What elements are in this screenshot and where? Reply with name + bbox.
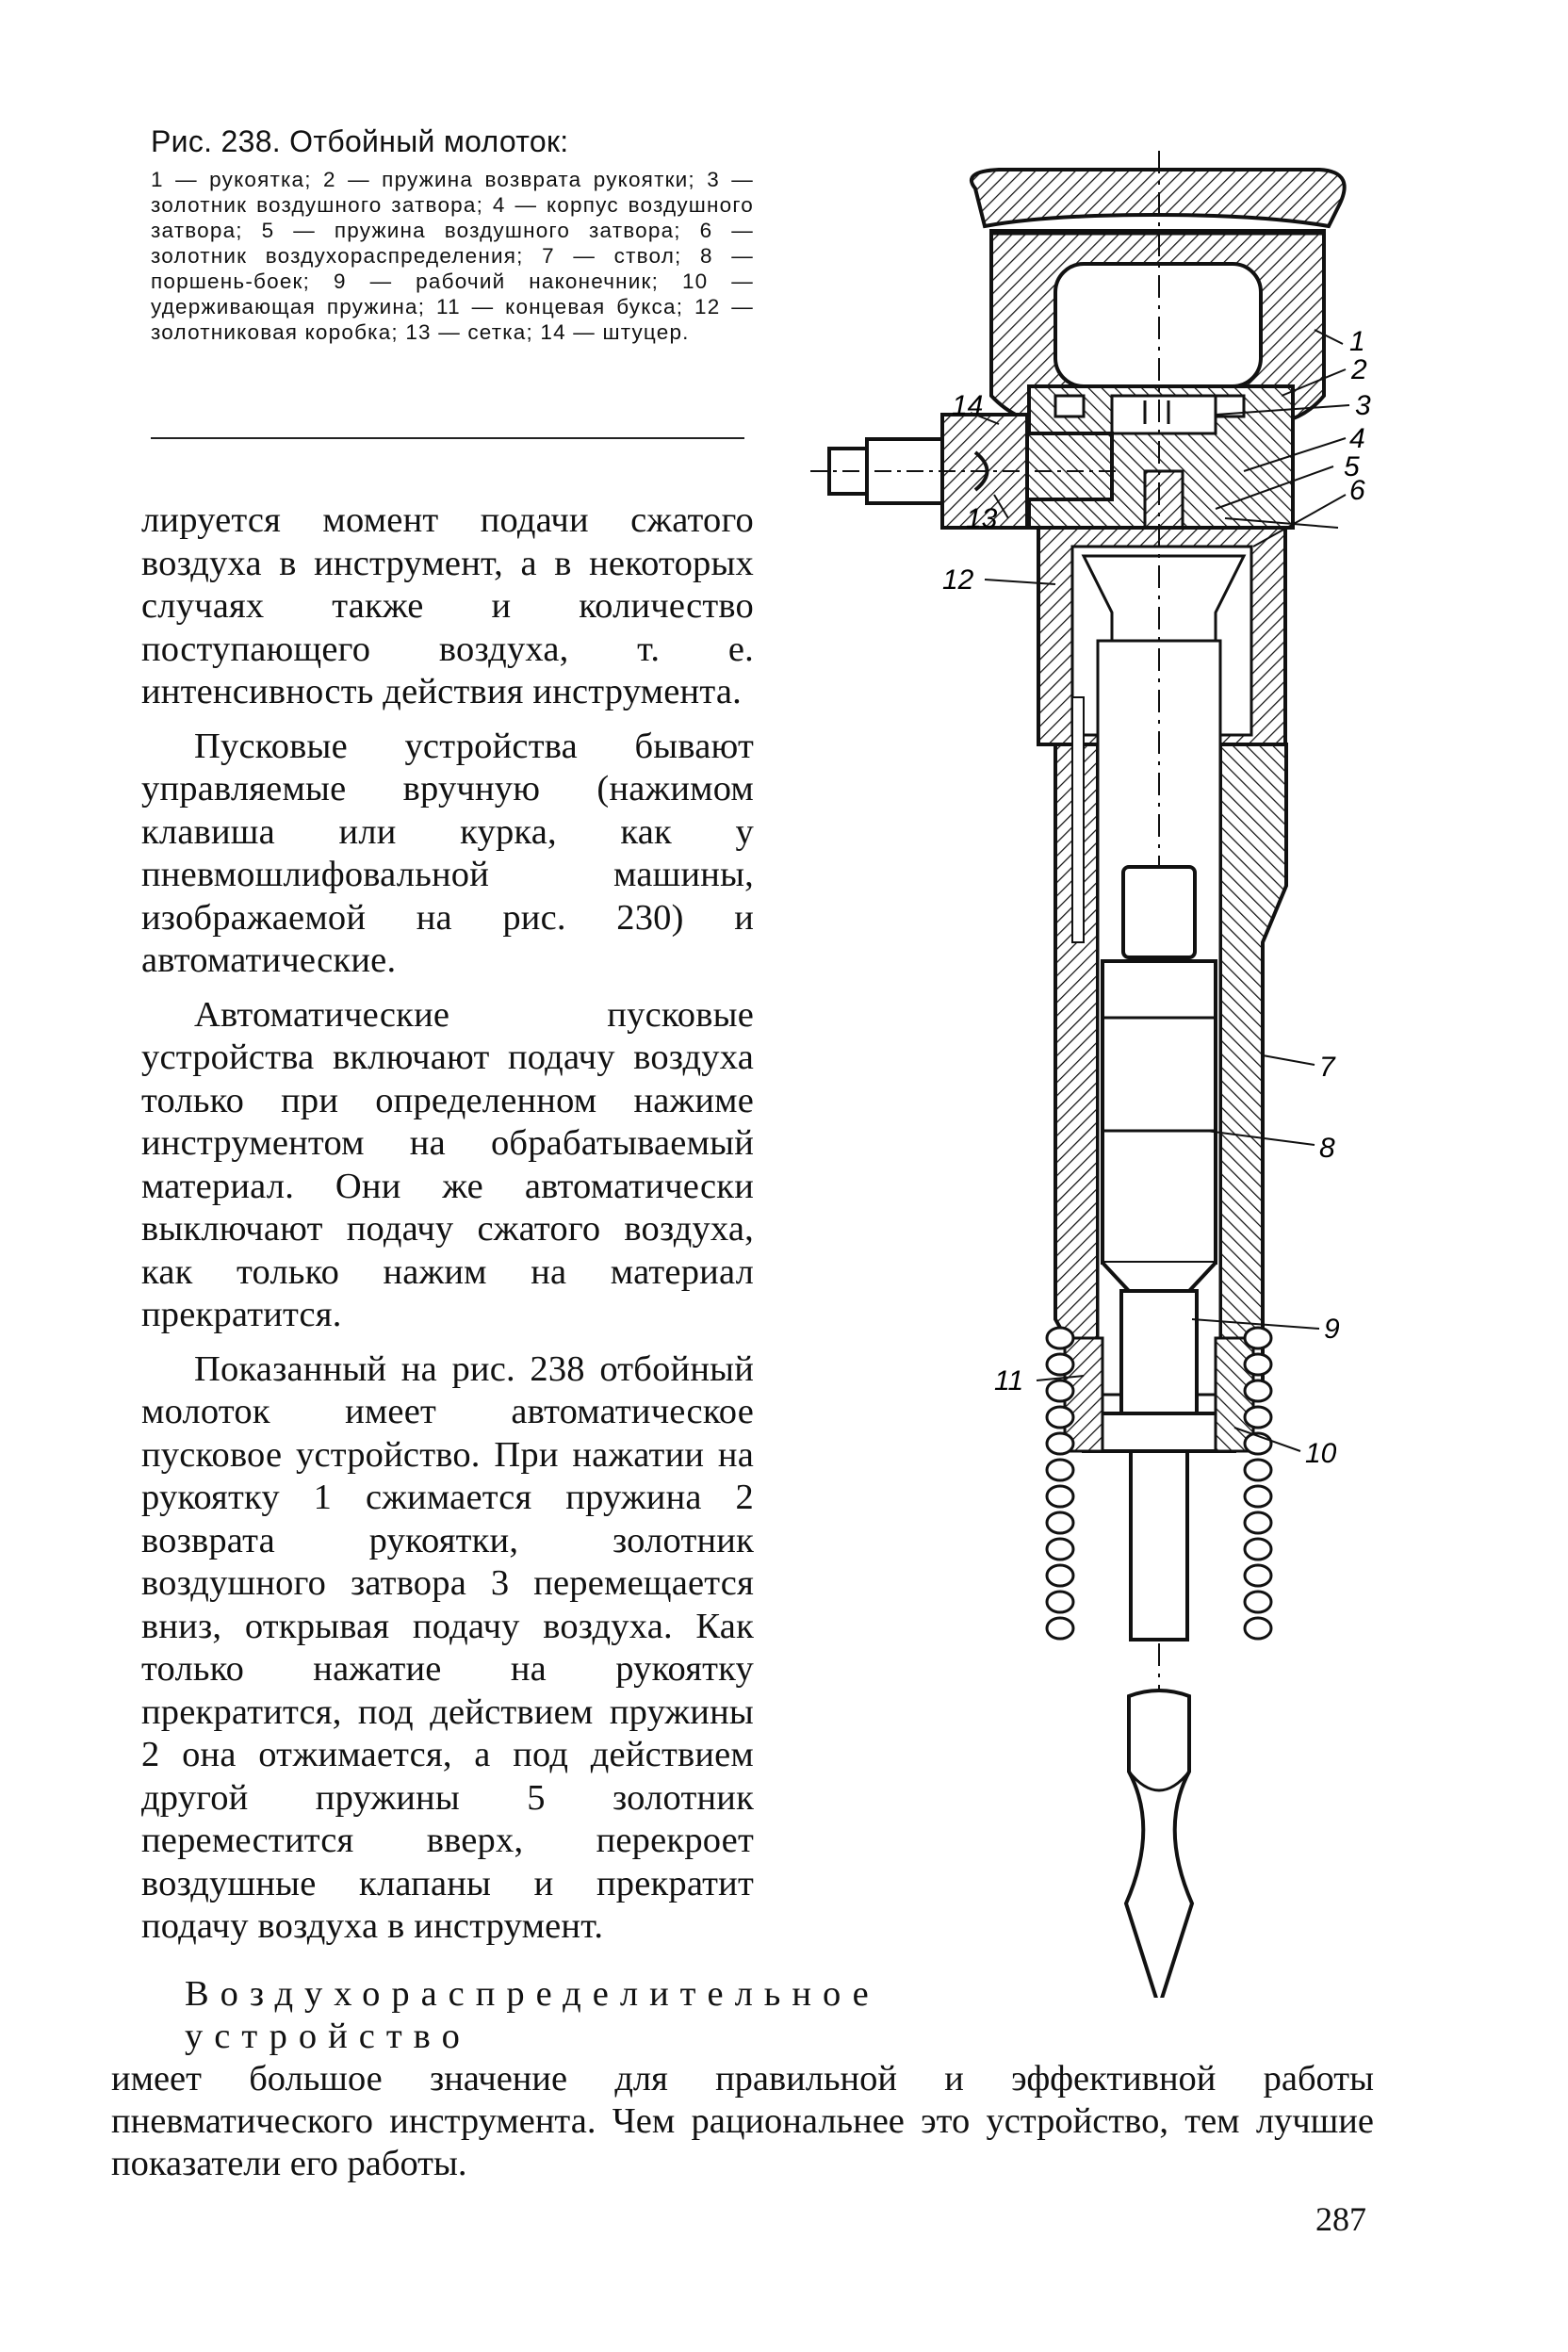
spring-coil-right [1243, 1616, 1273, 1641]
spring-coil-left [1045, 1590, 1075, 1614]
caption-divider [151, 437, 744, 439]
page-number: 287 [1315, 2200, 1366, 2238]
spring-coil-left [1045, 1405, 1075, 1429]
working-tip-assembly [1063, 1289, 1255, 1642]
air-fitting [810, 413, 1121, 530]
spring-coil-left [1045, 1379, 1075, 1403]
callout-leaders [970, 329, 1350, 1452]
spring-coil-left [1045, 1563, 1075, 1588]
spring-coil-right [1243, 1326, 1273, 1350]
paragraph-5-spaced-term: Воздухораспределительное устройство [185, 1974, 880, 2056]
caption-legend: 1 — рукоятка; 2 — пружина возврата рукоя… [151, 168, 754, 344]
paragraph-1: лируется момент подачи сжатого воздуха в… [141, 500, 754, 711]
spring-coil-left [1045, 1352, 1075, 1377]
spring-coil-right [1243, 1590, 1273, 1614]
figure-caption: Рис. 238. Отбойный молоток: 1 — рукоятка… [151, 124, 754, 345]
spring-coil-left [1045, 1484, 1075, 1509]
spring-coil-right [1243, 1405, 1273, 1429]
spring-coil-left [1045, 1616, 1075, 1641]
callout-13: 13 [966, 503, 998, 534]
spring-coil-left [1045, 1458, 1075, 1482]
callout-9: 9 [1324, 1314, 1340, 1345]
spring-coil-right [1243, 1379, 1273, 1403]
callout-2: 2 [1350, 354, 1367, 385]
piston [1101, 865, 1217, 1293]
spring-coil-right [1243, 1458, 1273, 1482]
callout-4: 4 [1349, 423, 1365, 454]
spring-coil-right [1243, 1484, 1273, 1509]
spring-coil-left [1045, 1537, 1075, 1561]
spring-coil-left [1045, 1511, 1075, 1535]
callout-12: 12 [942, 564, 974, 596]
callout-3: 3 [1355, 390, 1371, 421]
callout-6: 6 [1349, 475, 1365, 506]
spring-coil-left [1045, 1431, 1075, 1456]
paragraph-4: Показанный на рис. 238 отбойный молоток … [141, 1348, 754, 1947]
spring-coil-right [1243, 1537, 1273, 1561]
callout-5: 5 [1344, 451, 1360, 482]
callout-labels: 1 2 3 4 5 6 7 8 9 10 11 12 13 14 [942, 326, 1371, 1469]
body-text-column: лируется момент подачи сжатого воздуха в… [141, 499, 754, 1960]
caption-title: Рис. 238. Отбойный молоток: [151, 124, 569, 158]
spring-coil-right [1243, 1352, 1273, 1377]
callout-14: 14 [952, 390, 983, 421]
chisel-point [1123, 1689, 1195, 1998]
spring-coil-right [1243, 1511, 1273, 1535]
jackhammer-drawing: 1 2 3 4 5 6 7 8 9 10 11 12 13 14 [810, 151, 1371, 1998]
callout-7: 7 [1319, 1052, 1336, 1083]
callout-11: 11 [994, 1365, 1023, 1396]
paragraph-3: Автоматические пусковые устройства включ… [141, 994, 754, 1335]
paragraph-5: Воздухораспределительное устройство имее… [111, 1973, 1374, 2185]
callout-10: 10 [1305, 1438, 1337, 1469]
spring-coil-left [1045, 1326, 1075, 1350]
spring-coil-right [1243, 1563, 1273, 1588]
paragraph-2: Пусковые устройства бывают управляемые в… [141, 726, 754, 981]
paragraph-5-rest: имеет большое значение для правильной и … [111, 2059, 1374, 2183]
callout-8: 8 [1319, 1133, 1335, 1164]
callout-1: 1 [1349, 326, 1365, 357]
